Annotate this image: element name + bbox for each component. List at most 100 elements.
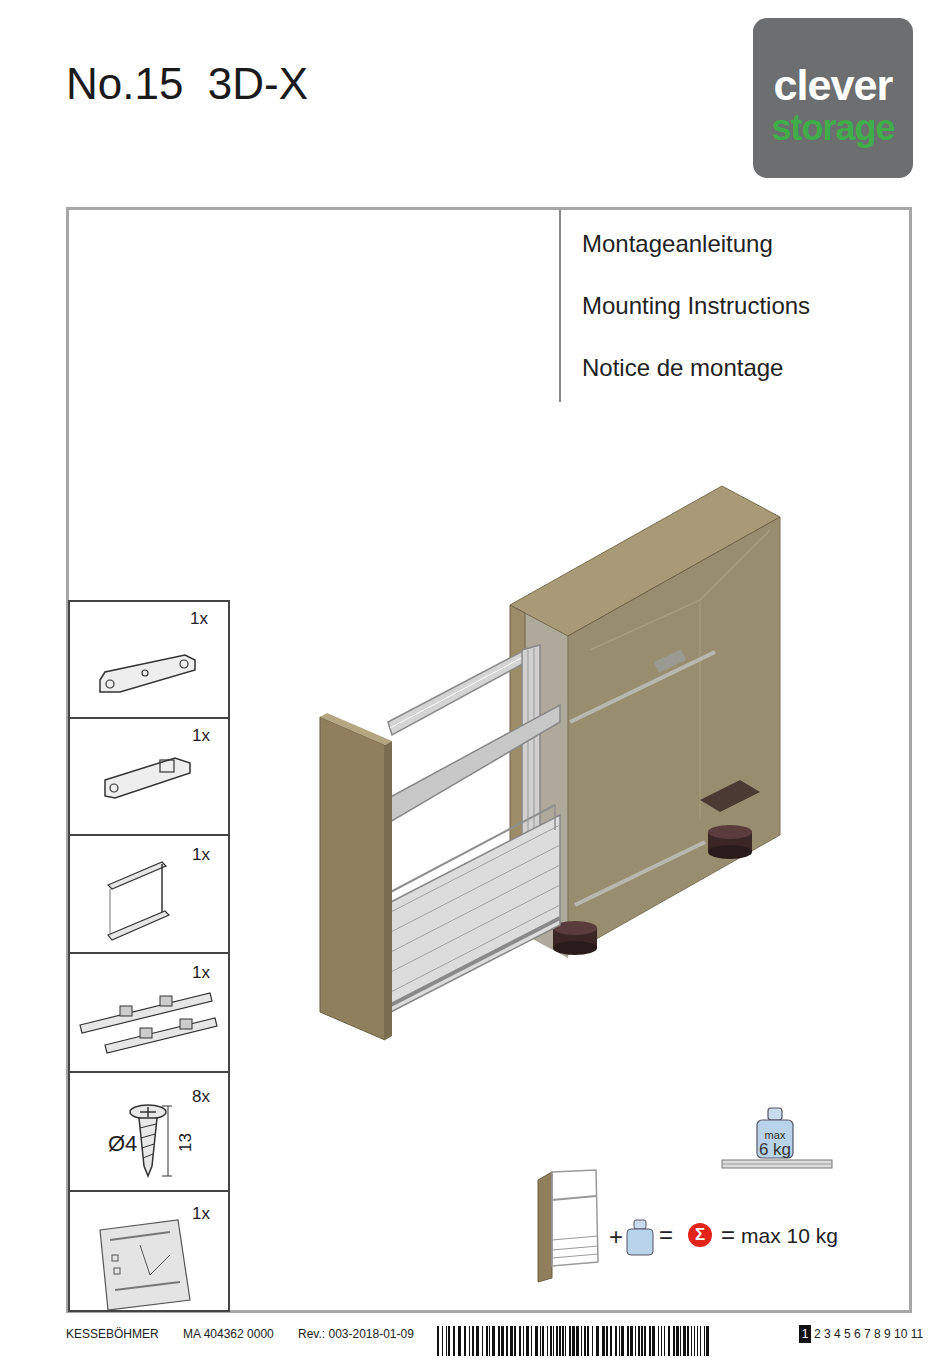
illustration-rect xyxy=(469,1326,470,1356)
load-icons xyxy=(538,1108,832,1282)
illustration-circle xyxy=(106,680,114,688)
illustration-polygon xyxy=(700,780,760,812)
illustration-rect xyxy=(700,1326,701,1356)
illustration-polygon xyxy=(105,1018,217,1053)
illustration-circle xyxy=(688,1223,712,1247)
illustration-rect xyxy=(627,1326,629,1356)
illustration-line xyxy=(147,1107,149,1117)
illustration-rect xyxy=(535,1326,538,1356)
illustration-line xyxy=(162,1176,172,1177)
logo-text: clever xyxy=(753,64,913,107)
illustration-line xyxy=(700,600,701,820)
illustration-polygon xyxy=(385,705,560,825)
parts-box: 1x xyxy=(68,834,230,954)
footer-marks xyxy=(437,1325,811,1356)
illustration-polygon xyxy=(100,1220,190,1310)
dimension-label: Ø4 xyxy=(108,1133,137,1155)
illustration-rect xyxy=(448,1326,450,1356)
illustration-rect xyxy=(112,1255,118,1261)
illustration-circle xyxy=(180,660,188,668)
load-label: max 10 kg xyxy=(741,1225,838,1246)
illustration-rect xyxy=(492,1326,495,1356)
operator-symbol: = xyxy=(721,1223,735,1247)
illustration-line xyxy=(575,842,705,905)
illustration-polygon xyxy=(105,758,190,798)
footer-text: MA 404362 0000 xyxy=(183,1328,274,1340)
illustration-rect xyxy=(442,1326,443,1356)
illustration-rect xyxy=(437,1326,439,1356)
illustration-rect xyxy=(120,1006,132,1016)
quantity-label: 1x xyxy=(192,964,210,981)
illustration-rect xyxy=(687,1326,689,1356)
parts-box: 1x xyxy=(68,952,230,1073)
illustration-ellipse xyxy=(553,941,597,955)
frame-divider xyxy=(560,210,561,402)
quantity-label: 1x xyxy=(192,727,210,744)
page-number: 1 xyxy=(802,1328,809,1340)
illustration-rect xyxy=(160,996,172,1006)
illustration-line xyxy=(552,1246,598,1250)
illustration-rect xyxy=(641,1326,643,1356)
illustration-rect xyxy=(658,1326,659,1356)
illustration-line xyxy=(140,1245,150,1275)
illustration-rect xyxy=(704,1326,705,1356)
illustration-line xyxy=(554,805,556,830)
illustration-polygon xyxy=(108,911,169,940)
illustration-rect xyxy=(482,1326,483,1356)
illustration-rect xyxy=(559,1326,561,1356)
illustration-rect xyxy=(526,1326,529,1356)
illustration-polygon xyxy=(568,517,780,955)
illustration-polyline xyxy=(590,530,770,650)
illustration-ellipse xyxy=(708,845,752,859)
illustration-rect xyxy=(453,1326,455,1356)
illustration-rect xyxy=(587,1326,589,1356)
illustration-rect xyxy=(476,1326,479,1356)
parts-box: 1x xyxy=(68,717,230,836)
illustration-polygon xyxy=(320,713,392,745)
illustration-rect xyxy=(697,1326,698,1356)
part-thumbnails xyxy=(80,655,217,1310)
illustration-rect xyxy=(498,1326,500,1356)
illustration-rect xyxy=(572,1326,575,1356)
illustration-rect xyxy=(661,1326,662,1356)
illustration-rect xyxy=(553,1326,554,1356)
heading-text: Notice de montage xyxy=(582,356,783,380)
illustration-line xyxy=(162,1106,172,1107)
footer-text: KESSEBÖHMER xyxy=(66,1328,159,1340)
illustration-rect xyxy=(621,1326,624,1356)
illustration-rect xyxy=(673,1326,675,1356)
illustration-line xyxy=(385,918,560,1008)
illustration-polygon xyxy=(80,993,212,1033)
illustration-polygon xyxy=(552,1170,598,1266)
illustration-rect xyxy=(768,1108,782,1120)
sum-symbol: Σ xyxy=(695,1226,705,1243)
illustration-line xyxy=(552,1236,598,1240)
load-label: 6 kg xyxy=(759,1141,791,1158)
illustration-line xyxy=(140,1124,156,1128)
illustration-rect xyxy=(114,1268,120,1274)
illustration-rect xyxy=(506,1326,508,1356)
illustration-rect xyxy=(472,1326,474,1356)
illustration-rect xyxy=(596,1326,599,1356)
illustration-line xyxy=(385,865,560,955)
illustration-rect xyxy=(757,1120,793,1158)
illustration-line xyxy=(722,1164,832,1165)
illustration-rect xyxy=(140,1028,152,1038)
operator-symbol: + xyxy=(609,1225,623,1249)
illustration-rect xyxy=(547,1326,548,1356)
load-label: max xyxy=(765,1130,786,1141)
illustration-line xyxy=(552,1196,596,1200)
operator-symbol: = xyxy=(659,1223,673,1247)
illustration-ellipse xyxy=(130,1105,166,1119)
illustration-line xyxy=(390,655,527,728)
front-panel xyxy=(320,713,392,1040)
illustration-line xyxy=(115,1282,180,1290)
brand-logo: cleverstorage xyxy=(753,18,913,178)
illustration-rect xyxy=(644,1326,646,1356)
illustration-line xyxy=(110,1232,170,1240)
illustration-polygon xyxy=(100,655,195,692)
illustration-rect xyxy=(676,1326,679,1356)
dimension-label: 13 xyxy=(177,1133,194,1152)
illustration-rect xyxy=(722,1160,832,1168)
